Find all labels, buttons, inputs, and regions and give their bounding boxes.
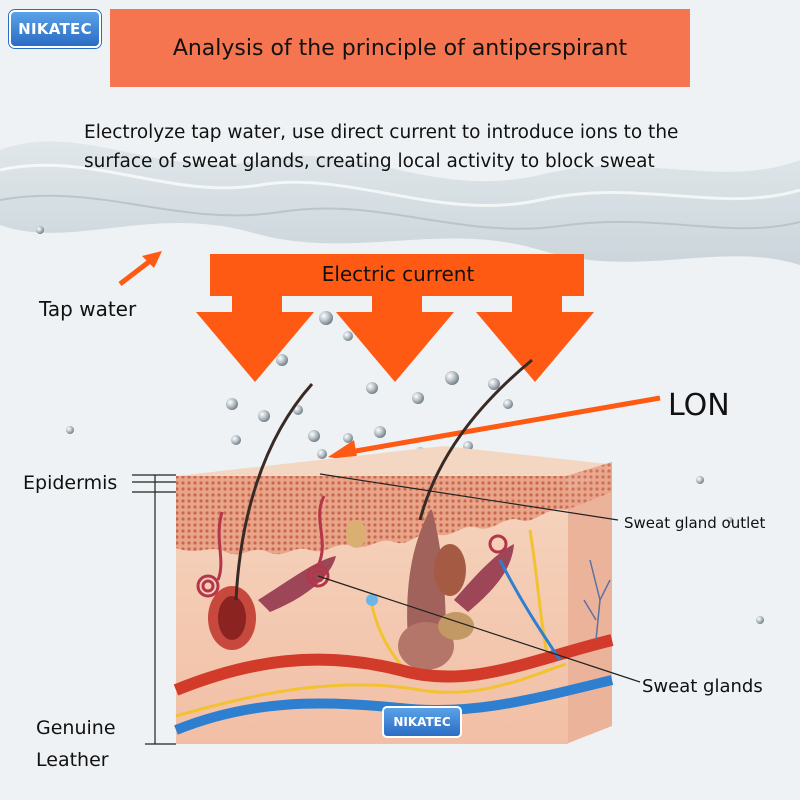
description-line-1: Electrolyze tap water, use direct curren… (84, 122, 679, 143)
tap-water-label: Tap water (39, 297, 137, 321)
genuine-leather-line-2: Leather (36, 749, 109, 771)
tap-water-arrow (118, 251, 162, 286)
skin-cross-section (173, 358, 614, 744)
electric-current-arrows (196, 254, 594, 382)
water-splash (0, 141, 800, 265)
genuine-leather-label: Genuine Leather (36, 712, 116, 776)
description-line-2: surface of sweat glands, creating local … (84, 151, 655, 172)
electric-current-label: Electric current (321, 262, 475, 286)
sweat-gland-outlet-label: Sweat gland outlet (624, 514, 766, 532)
description-text: Electrolyze tap water, use direct curren… (84, 118, 784, 176)
genuine-leather-line-1: Genuine (36, 717, 116, 739)
leader-lines (132, 473, 641, 745)
page-title-banner: Analysis of the principle of antiperspir… (110, 9, 690, 87)
epidermis-label: Epidermis (23, 472, 118, 494)
sweat-glands-label: Sweat glands (642, 676, 763, 697)
ion-label: LON (668, 388, 730, 423)
brand-logo-small: NIKATEC (382, 706, 462, 738)
brand-logo: NIKATEC (9, 10, 101, 48)
page-title: Analysis of the principle of antiperspir… (172, 35, 628, 61)
